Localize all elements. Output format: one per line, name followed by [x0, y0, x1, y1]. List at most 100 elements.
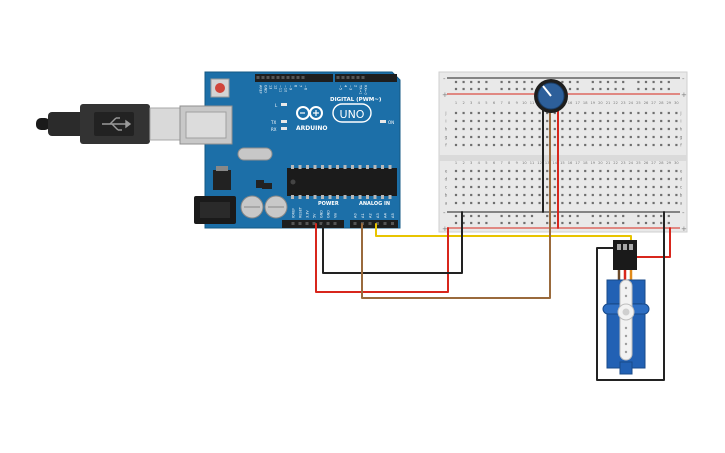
terminal-hole[interactable] — [614, 127, 617, 131]
rail-hole[interactable] — [660, 221, 663, 225]
terminal-hole[interactable] — [523, 193, 526, 197]
rail-hole[interactable] — [568, 221, 572, 225]
terminal-hole[interactable] — [584, 185, 587, 189]
terminal-hole[interactable] — [568, 111, 572, 115]
terminal-hole[interactable] — [546, 111, 549, 115]
rail-hole[interactable] — [576, 87, 579, 91]
terminal-hole[interactable] — [660, 201, 663, 205]
terminal-hole[interactable] — [591, 177, 594, 181]
terminal-hole[interactable] — [492, 119, 496, 123]
terminal-hole[interactable] — [553, 135, 556, 139]
terminal-hole[interactable] — [629, 119, 632, 123]
terminal-hole[interactable] — [485, 111, 488, 115]
terminal-hole[interactable] — [523, 127, 526, 131]
terminal-hole[interactable] — [546, 135, 549, 139]
terminal-hole[interactable] — [599, 135, 602, 139]
rail-hole[interactable] — [606, 214, 610, 218]
terminal-hole[interactable] — [644, 201, 648, 205]
terminal-hole[interactable] — [462, 193, 465, 197]
terminal-hole[interactable] — [652, 119, 655, 123]
terminal-hole[interactable] — [508, 111, 511, 115]
terminal-hole[interactable] — [508, 193, 511, 197]
terminal-hole[interactable] — [667, 185, 670, 189]
rail-hole[interactable] — [660, 80, 663, 84]
terminal-hole[interactable] — [675, 127, 678, 131]
rail-hole[interactable] — [485, 214, 488, 218]
terminal-hole[interactable] — [485, 193, 488, 197]
terminal-hole[interactable] — [614, 185, 617, 189]
terminal-hole[interactable] — [462, 119, 465, 123]
terminal-hole[interactable] — [454, 201, 458, 205]
terminal-hole[interactable] — [477, 135, 480, 139]
terminal-hole[interactable] — [462, 135, 465, 139]
rail-hole[interactable] — [606, 221, 610, 225]
terminal-hole[interactable] — [675, 201, 678, 205]
terminal-hole[interactable] — [462, 177, 465, 181]
terminal-hole[interactable] — [660, 193, 663, 197]
terminal-hole[interactable] — [530, 119, 534, 123]
rail-hole[interactable] — [599, 221, 602, 225]
terminal-hole[interactable] — [523, 201, 526, 205]
rail-hole[interactable] — [576, 80, 579, 84]
terminal-hole[interactable] — [637, 127, 640, 131]
terminal-hole[interactable] — [568, 143, 572, 147]
digital-socket[interactable] — [341, 76, 345, 79]
rail-hole[interactable] — [591, 80, 594, 84]
terminal-hole[interactable] — [568, 135, 572, 139]
terminal-hole[interactable] — [500, 135, 503, 139]
terminal-hole[interactable] — [576, 127, 579, 131]
terminal-hole[interactable] — [660, 127, 663, 131]
rail-hole[interactable] — [454, 221, 458, 225]
rail-hole[interactable] — [614, 87, 617, 91]
terminal-hole[interactable] — [515, 119, 518, 123]
power-socket[interactable] — [326, 222, 330, 225]
terminal-hole[interactable] — [470, 143, 473, 147]
terminal-hole[interactable] — [454, 169, 458, 173]
terminal-hole[interactable] — [553, 177, 556, 181]
wire-black-gnd[interactable] — [322, 211, 463, 274]
terminal-hole[interactable] — [622, 185, 625, 189]
terminal-hole[interactable] — [515, 135, 518, 139]
rail-hole[interactable] — [644, 87, 648, 91]
rail-hole[interactable] — [568, 80, 572, 84]
terminal-hole[interactable] — [652, 127, 655, 131]
rail-hole[interactable] — [477, 221, 480, 225]
digital-socket[interactable] — [351, 76, 355, 79]
terminal-hole[interactable] — [652, 185, 655, 189]
terminal-hole[interactable] — [546, 201, 549, 205]
terminal-hole[interactable] — [477, 169, 480, 173]
terminal-hole[interactable] — [477, 127, 480, 131]
terminal-hole[interactable] — [508, 177, 511, 181]
terminal-hole[interactable] — [454, 119, 458, 123]
terminal-hole[interactable] — [500, 127, 503, 131]
rail-hole[interactable] — [561, 214, 564, 218]
rail-hole[interactable] — [546, 214, 549, 218]
wire-red-5v[interactable] — [315, 223, 449, 293]
terminal-hole[interactable] — [561, 193, 564, 197]
rail-hole[interactable] — [561, 221, 564, 225]
rail-hole[interactable] — [553, 214, 556, 218]
rail-hole[interactable] — [477, 214, 480, 218]
rail-hole[interactable] — [500, 87, 503, 91]
terminal-hole[interactable] — [606, 111, 610, 115]
rail-hole[interactable] — [508, 80, 511, 84]
terminal-hole[interactable] — [614, 119, 617, 123]
terminal-hole[interactable] — [591, 135, 594, 139]
rail-hole[interactable] — [523, 87, 526, 91]
terminal-hole[interactable] — [477, 111, 480, 115]
terminal-hole[interactable] — [530, 193, 534, 197]
terminal-hole[interactable] — [546, 193, 549, 197]
terminal-hole[interactable] — [561, 143, 564, 147]
rail-hole[interactable] — [660, 214, 663, 218]
terminal-hole[interactable] — [553, 127, 556, 131]
terminal-hole[interactable] — [629, 143, 632, 147]
terminal-hole[interactable] — [660, 185, 663, 189]
rail-hole[interactable] — [454, 87, 458, 91]
terminal-hole[interactable] — [660, 169, 663, 173]
terminal-hole[interactable] — [462, 143, 465, 147]
terminal-hole[interactable] — [584, 193, 587, 197]
terminal-hole[interactable] — [644, 119, 648, 123]
terminal-hole[interactable] — [622, 143, 625, 147]
digital-socket[interactable] — [301, 76, 305, 79]
terminal-hole[interactable] — [538, 177, 541, 181]
